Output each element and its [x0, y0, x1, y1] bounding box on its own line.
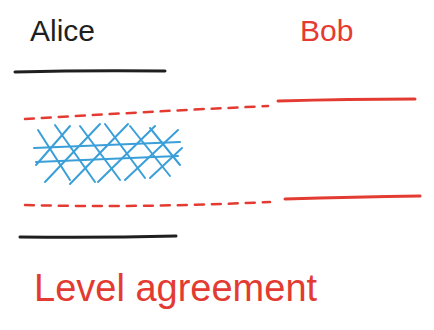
caption-note: Level agreement — [34, 268, 317, 310]
red-line — [278, 99, 415, 101]
black-line — [15, 71, 165, 72]
person-name: Bob — [300, 14, 353, 47]
red-dashed-line — [25, 202, 270, 206]
black-line — [20, 236, 176, 237]
red-line — [285, 196, 420, 199]
red-dashed-line — [25, 106, 268, 119]
person-name: Alice — [30, 14, 95, 47]
blue-hatching — [34, 124, 182, 184]
